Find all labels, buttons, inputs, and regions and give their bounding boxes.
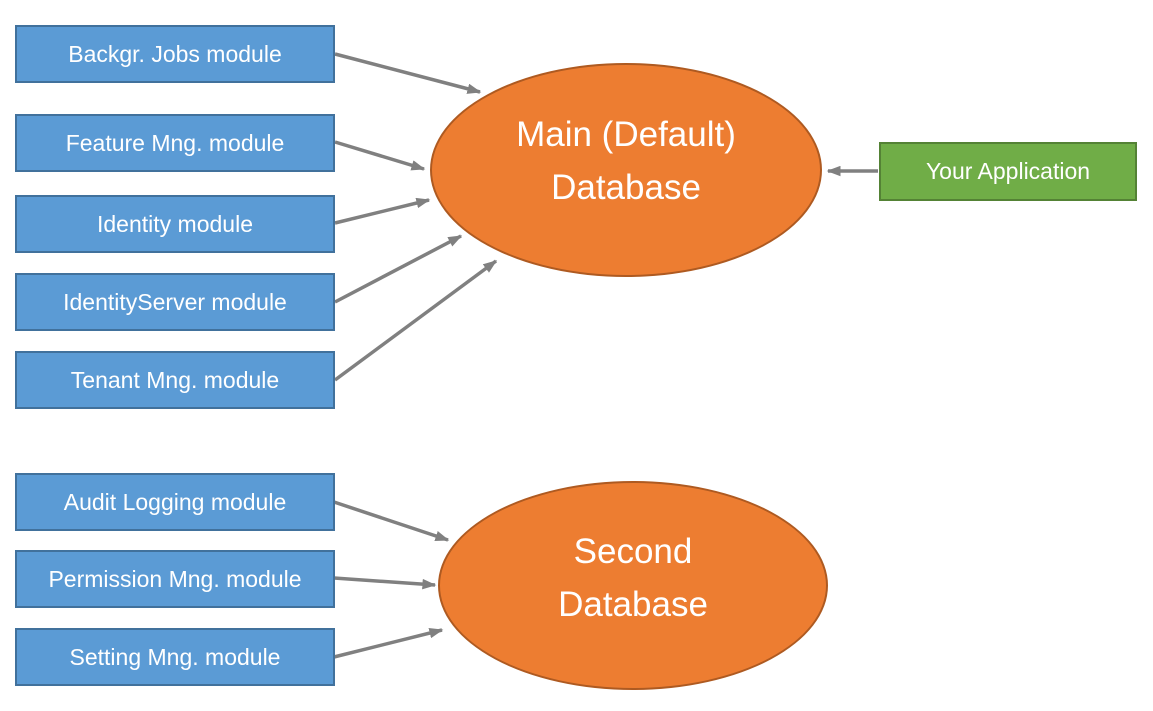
second-database-label-line1: Second: [573, 532, 693, 571]
arrow-setting-mng-to-second-db: [333, 627, 444, 659]
module-box-tenant-mng: Tenant Mng. module: [15, 351, 335, 409]
arrow-audit-logging-to-second-db: [333, 500, 450, 542]
module-label: Permission Mng. module: [48, 565, 302, 592]
main-database-ellipse: Main (Default) Database: [430, 63, 822, 277]
main-database-label-line2: Database: [551, 168, 701, 207]
arrow-identity-to-main-db: [334, 197, 431, 225]
main-database-label-line1: Main (Default): [516, 115, 736, 154]
module-label: Feature Mng. module: [65, 129, 285, 156]
module-box-permission-mng: Permission Mng. module: [15, 550, 335, 608]
module-label: Setting Mng. module: [69, 643, 281, 670]
module-label: Tenant Mng. module: [70, 366, 280, 393]
arrow-feature-mng-to-main-db: [334, 140, 426, 171]
module-box-setting-mng: Setting Mng. module: [15, 628, 335, 686]
module-box-audit-logging: Audit Logging module: [15, 473, 335, 531]
module-box-identityserver: IdentityServer module: [15, 273, 335, 331]
your-application-box: Your Application: [879, 142, 1137, 201]
module-box-backgr-jobs: Backgr. Jobs module: [15, 25, 335, 83]
second-database-label-line2: Database: [558, 585, 708, 624]
arrow-tenant-mng-to-main-db: [333, 259, 498, 382]
arrow-permission-mng-to-second-db: [333, 576, 437, 590]
module-label: Identity module: [97, 210, 253, 237]
application-label: Your Application: [925, 158, 1091, 184]
second-database-ellipse: Second Database: [438, 481, 828, 690]
module-label: IdentityServer module: [63, 288, 287, 315]
module-box-feature-mng: Feature Mng. module: [15, 114, 335, 172]
module-label: Audit Logging module: [63, 488, 287, 515]
arrow-identityserver-to-main-db: [334, 234, 463, 304]
arrow-backgr-jobs-to-main-db: [334, 52, 482, 94]
module-label: Backgr. Jobs module: [68, 40, 282, 67]
module-box-identity: Identity module: [15, 195, 335, 253]
